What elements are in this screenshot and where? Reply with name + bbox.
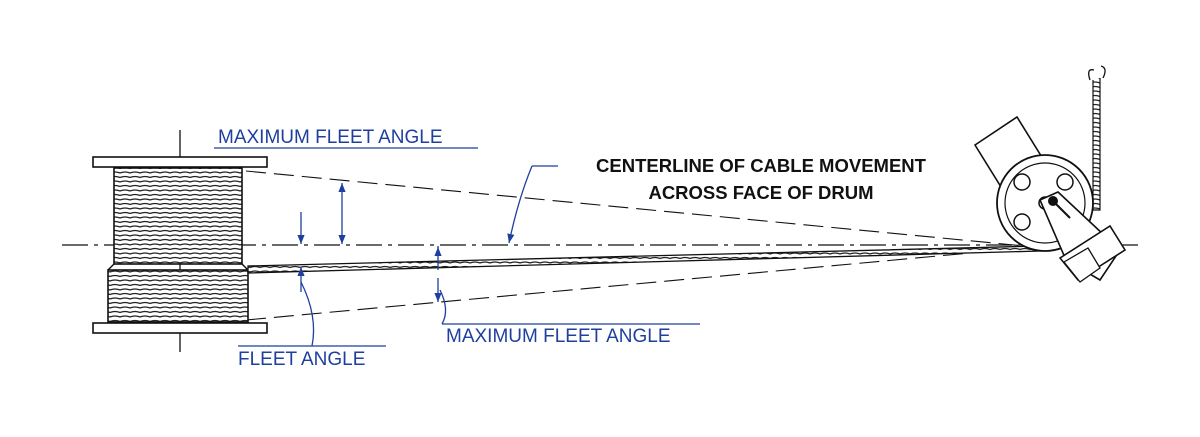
sheave-block [973,65,1127,283]
drum-rope-lower [107,269,249,323]
centerline-label-line1: CENTERLINE OF CABLE MOVEMENT [596,155,926,176]
drum-flange-bottom [92,322,268,334]
max-fleet-angle-label-top: MAXIMUM FLEET ANGLE [218,127,443,148]
max-fleet-line-top [245,170,1036,248]
cable [247,245,1041,274]
drum-rope-upper [113,167,243,265]
max-fleet-line-bottom [245,246,1036,321]
centerline-label-line2: ACROSS FACE OF DRUM [648,182,874,203]
centerline-leader [507,165,533,244]
max-fleet-angle-label-bottom: MAXIMUM FLEET ANGLE [446,326,671,347]
fleet-angle-label: FLEET ANGLE [238,349,366,370]
vertical-cable [1092,78,1101,211]
drum-flange-top [92,156,268,168]
